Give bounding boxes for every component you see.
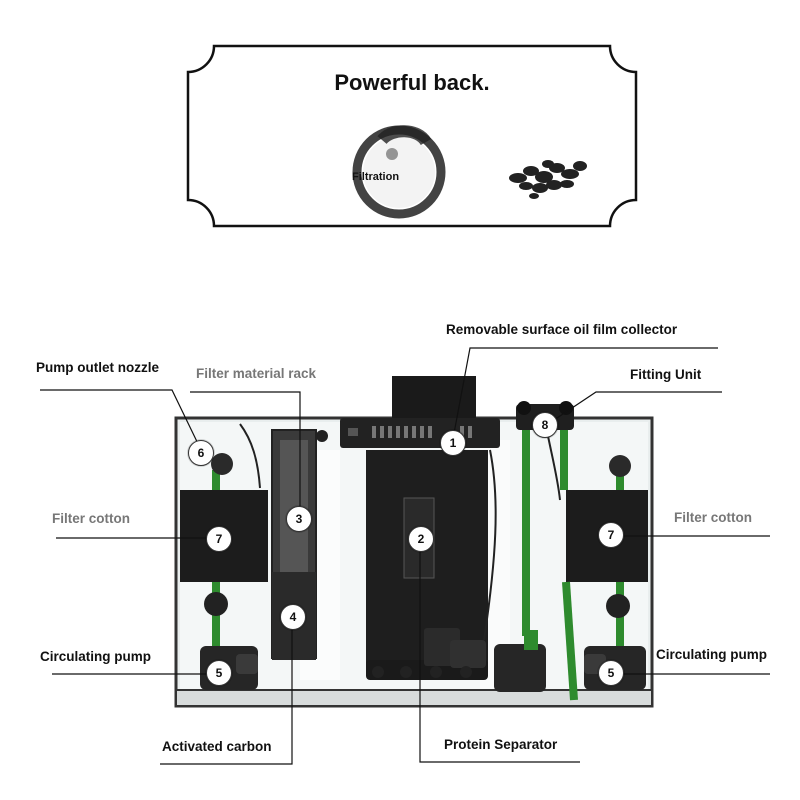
- pump-outlet-nozzle-right: [609, 455, 631, 477]
- protein-separator-column: [366, 450, 488, 680]
- label-fitting-unit: Fitting Unit: [630, 367, 702, 382]
- badge-5-right: 5: [598, 660, 624, 686]
- badge-6: 6: [188, 440, 214, 466]
- tank-base: [175, 689, 653, 707]
- carbon-granules-icon: [509, 160, 587, 199]
- banner-title: Powerful back.: [334, 70, 490, 95]
- badge-8: 8: [532, 412, 558, 438]
- oil-film-collector: [340, 376, 500, 448]
- label-filter-cotton-right: Filter cotton: [674, 510, 752, 525]
- label-circulating-pump-left: Circulating pump: [40, 649, 151, 664]
- label-filter-material-rack: Filter material rack: [196, 366, 317, 381]
- pump-outlet-nozzle-left: [211, 453, 233, 475]
- label-pump-outlet-nozzle: Pump outlet nozzle: [36, 360, 159, 375]
- badge-1: 1: [440, 430, 466, 456]
- label-circulating-pump-right: Circulating pump: [656, 647, 767, 662]
- badge-5-left: 5: [206, 660, 232, 686]
- badge-2: 2: [408, 526, 434, 552]
- banner: Powerful back. Filtration: [186, 44, 638, 228]
- badge-7-right: 7: [598, 522, 624, 548]
- label-filter-cotton-left: Filter cotton: [52, 511, 130, 526]
- callout-lines: [40, 347, 770, 765]
- badge-4: 4: [280, 604, 306, 630]
- ink-circle-icon: [352, 125, 446, 219]
- filtration-label: Filtration: [352, 171, 400, 183]
- badge-7-left: 7: [206, 526, 232, 552]
- label-activated-carbon: Activated carbon: [162, 739, 272, 754]
- circulating-pump-center: [494, 630, 546, 692]
- badge-3: 3: [286, 506, 312, 532]
- banner-frame: [186, 44, 638, 228]
- label-removable-collector: Removable surface oil film collector: [446, 322, 678, 337]
- label-protein-separator: Protein Separator: [444, 737, 558, 752]
